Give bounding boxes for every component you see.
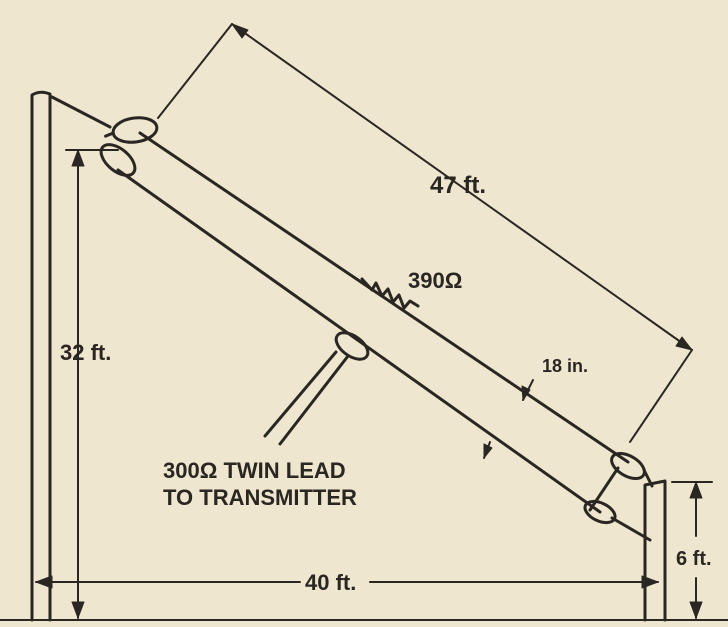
right-mast [643,479,667,622]
upper-antenna-wire [138,131,630,464]
label-feed-line-1: 300Ω TWIN LEAD [163,458,346,483]
guy-wire-upper [642,468,654,488]
twin-lead-feed-line [263,350,350,446]
label-resistor: 390Ω [408,268,462,293]
left-mast [30,90,112,622]
insulator-top-left-1 [104,116,159,144]
insulator-far-upper [610,452,646,480]
label-32ft: 32 ft. [60,340,111,365]
label-40ft: 40 ft. [305,570,356,595]
resistor-symbol [360,277,420,310]
dimension-40ft [35,575,659,589]
far-end-spreader [588,466,620,512]
dimension-6ft [671,481,713,619]
label-feed-line-2: TO TRANSMITTER [163,485,357,510]
label-47ft: 47 ft. [430,172,486,199]
lower-antenna-wire [116,168,602,514]
guy-wire-lower [610,516,652,542]
dimension-47ft [157,23,693,443]
insulator-top-left-2 [99,143,137,177]
label-6ft: 6 ft. [676,548,712,570]
dimension-32ft [65,149,119,619]
label-18in: 18 in. [542,356,588,376]
dimension-18in [483,379,534,459]
feed-point-insulator [334,331,370,361]
